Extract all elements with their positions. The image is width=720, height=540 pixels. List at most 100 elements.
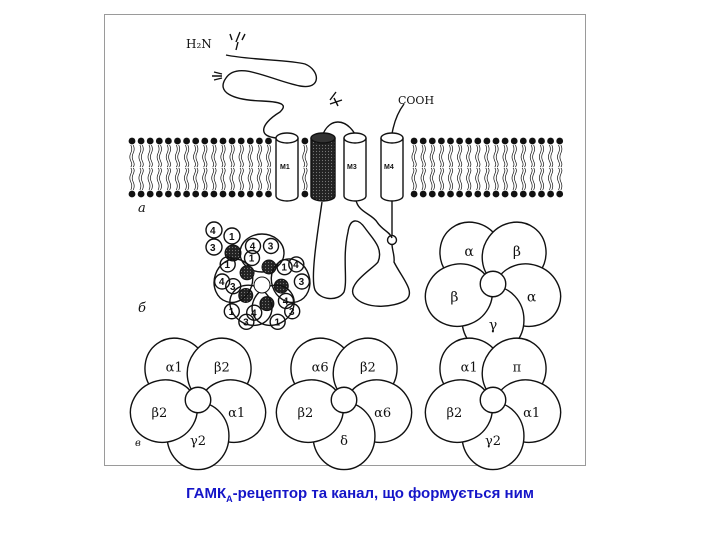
lipid-head [438,138,445,145]
lipid-head [547,191,554,198]
subunit-label: α1 [228,406,245,421]
subunit-label: α6 [374,406,391,421]
lipid-tail [130,145,134,167]
lipid-tail [448,145,452,167]
pore-helix [240,266,254,280]
lipid-tail [184,168,188,190]
lipid-head [220,191,227,198]
lipid-head [174,138,181,145]
lipid-tail [512,145,516,167]
subunit-label: α1 [461,361,478,376]
lipid-head [474,138,481,145]
lipid-head [511,138,518,145]
lipid-head [238,191,245,198]
lipid-head [174,191,181,198]
n-terminal-chain [223,55,316,138]
flower-a6b2d: α6β2α6δβ2 [268,326,420,470]
lipid-head [447,191,454,198]
lipid-tail [485,145,489,167]
lipid-tail [494,145,498,167]
lipid-head [183,138,190,145]
lipid-head [201,138,208,145]
panel-c-marker: в [135,438,141,449]
lipid-tail [157,145,161,167]
lipid-head [556,138,563,145]
intracellular-loop [313,200,409,306]
lipid-head [538,138,545,145]
lipid-head [138,191,145,198]
lipid-tail [439,145,443,167]
channel-pore [185,387,211,413]
lipid-tail [221,168,225,190]
helix-m2 [311,133,335,201]
subunit-label: γ2 [485,434,501,449]
lipid-tail [130,168,134,190]
lipid-tail [139,145,143,167]
channel-pore [480,387,506,413]
segment-label: M3 [347,164,357,171]
helix-number: 4 [293,260,299,271]
helix-number: 1 [224,260,230,271]
lipid-tail [157,168,161,190]
lipid-head [147,138,154,145]
lipid-head [529,138,536,145]
lipid-tail [421,145,425,167]
glycosylation-mark [330,92,342,106]
lipid-head [493,138,500,145]
lipid-tail [476,168,480,190]
helix-number: 3 [268,242,274,253]
lipid-tail [548,145,552,167]
lipid-head [493,191,500,198]
panel-b-marker: б [138,301,146,316]
subunit-label: π [513,361,522,376]
lipid-tail [239,168,243,190]
lipid-tail [539,168,543,190]
lipid-tail [212,145,216,167]
subunit-label: α [464,244,474,260]
lipid-head [165,191,172,198]
lipid-head [138,138,145,145]
panel-a-marker: а [138,201,146,216]
lipid-head [474,191,481,198]
lipid-head [192,191,199,198]
lipid-tail [521,145,525,167]
caption-rest: -рецептор та канал, що формується ним [233,485,534,502]
lipid-tail [503,168,507,190]
helix-number: 1 [229,232,235,243]
glycosylation-mark [230,32,245,50]
lipid-tail [230,168,234,190]
lipid-tail [184,145,188,167]
lipid-head [411,191,418,198]
lipid-head [420,138,427,145]
flower-alpha-beta-gamma: αβαγβ [417,210,569,354]
lipid-tail [558,168,562,190]
lipid-tail [530,145,534,167]
lipid-tail [248,145,252,167]
lipid-head [265,138,272,145]
helix-number: 4 [283,297,289,308]
lipid-head [238,138,245,145]
subunit-label: β [450,289,458,305]
lipid-tail [194,168,198,190]
lipid-tail [558,145,562,167]
helix-number: 3 [243,317,249,328]
loop-m2-m3 [323,122,355,134]
c-terminus-label: COOH [398,94,434,107]
lipid-tail [257,168,261,190]
subunit-label: β2 [214,361,230,376]
lipid-head [302,138,309,145]
lipid-tail [457,145,461,167]
helix-number: 1 [281,263,287,274]
lipid-tail [239,145,243,167]
lipid-tail [221,145,225,167]
lipid-head [456,138,463,145]
lipid-head [165,138,172,145]
lipid-tail [203,145,207,167]
lipid-head [465,138,472,145]
channel-pore [480,271,506,297]
lipid-tail [512,168,516,190]
lipid-head [247,138,254,145]
c-terminal-chain [392,104,404,134]
lipid-head [520,138,527,145]
lipid-tail [457,168,461,190]
